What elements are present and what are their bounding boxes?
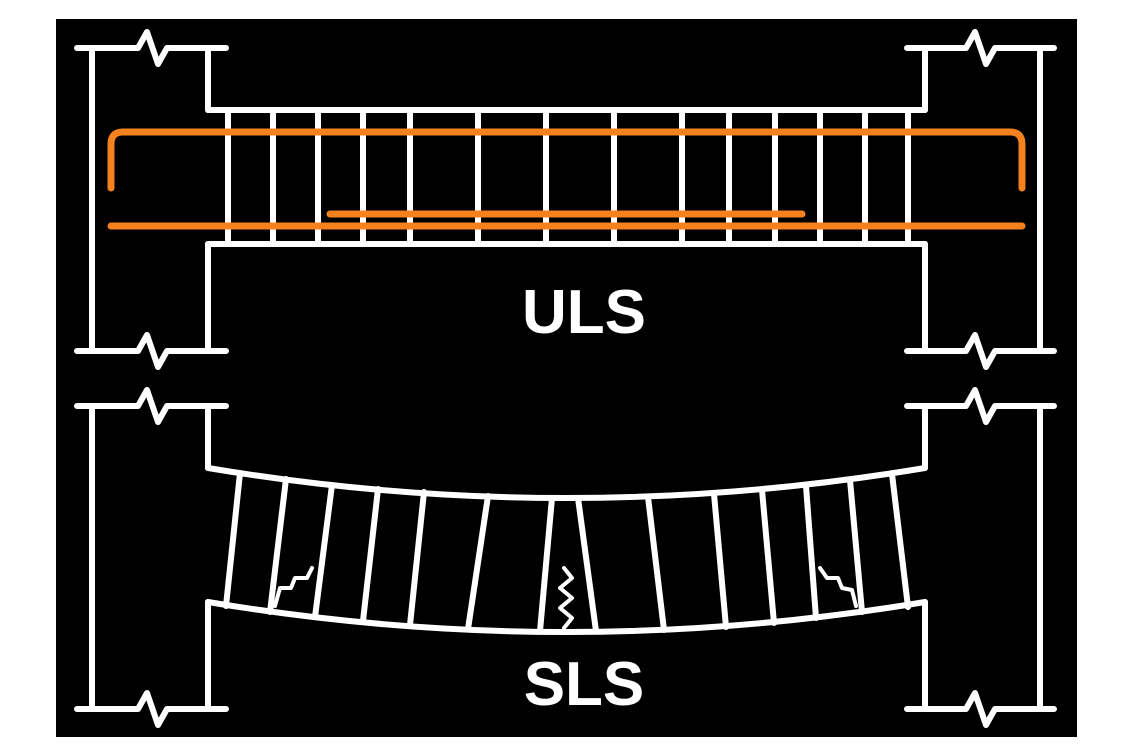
- sls-left-column: [74, 387, 229, 728]
- sls-deflected-beam: [205, 465, 928, 635]
- sls-right-column: [904, 387, 1057, 728]
- uls-right-column: [904, 29, 1057, 370]
- sls-cracks: [273, 566, 858, 630]
- sls-label: SLS: [524, 650, 645, 719]
- uls-label: ULS: [522, 278, 646, 347]
- uls-reinforcement: [107, 128, 1026, 230]
- sls-stirrups: [223, 470, 911, 634]
- uls-beam-outline: [205, 107, 928, 247]
- top-rebar: [107, 128, 1026, 192]
- uls-left-column: [74, 29, 229, 370]
